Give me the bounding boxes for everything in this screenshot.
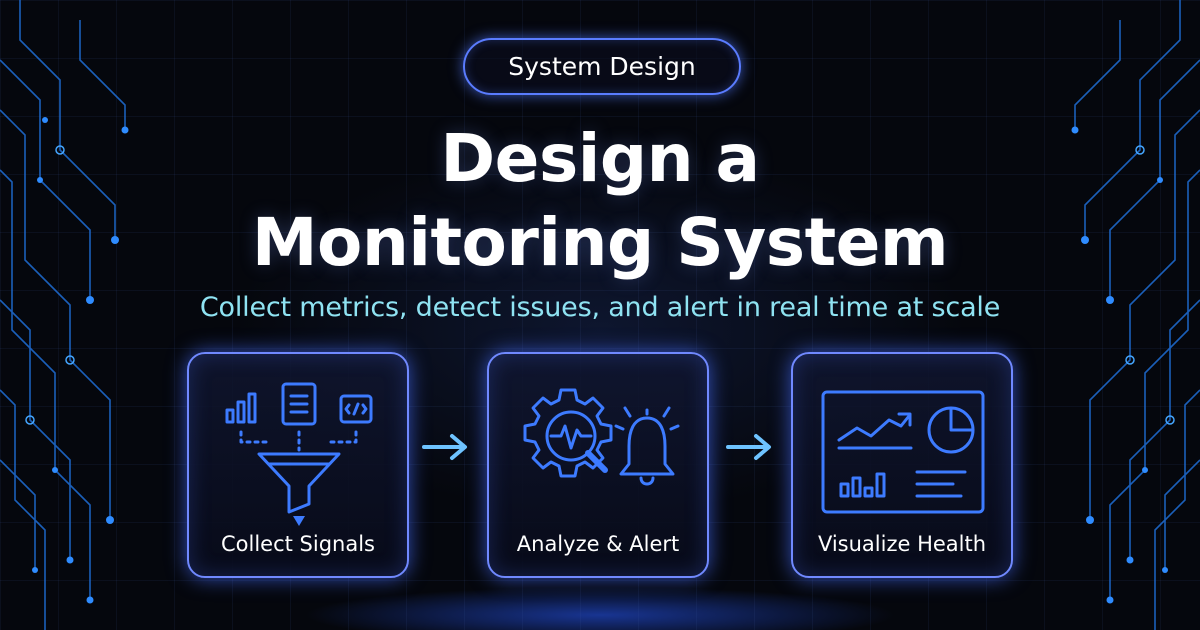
circuit-decoration-right (1071, 0, 1200, 630)
page-title-line-2: Monitoring System (251, 204, 949, 281)
page-title-line-1: Design a (440, 120, 760, 197)
gear-search-bell-icon (523, 388, 680, 486)
step-label: Analyze & Alert (516, 532, 680, 556)
step-card-analyze-alert: Analyze & Alert (487, 352, 709, 578)
step-card-visualize-health: Visualize Health (791, 352, 1013, 578)
step-card-collect-signals: Collect Signals (187, 352, 409, 578)
topic-badge-label: System Design (508, 52, 696, 81)
page-subtitle: Collect metrics, detect issues, and aler… (199, 292, 1001, 323)
dashboard-icon (821, 390, 985, 514)
funnel-icon (225, 382, 373, 526)
topic-badge: System Design (463, 38, 741, 95)
step-label: Visualize Health (817, 532, 987, 556)
arrow-right-icon (726, 434, 771, 460)
arrow-right-icon (422, 434, 467, 460)
circuit-decoration-left (0, 0, 129, 630)
step-label: Collect Signals (220, 532, 375, 556)
